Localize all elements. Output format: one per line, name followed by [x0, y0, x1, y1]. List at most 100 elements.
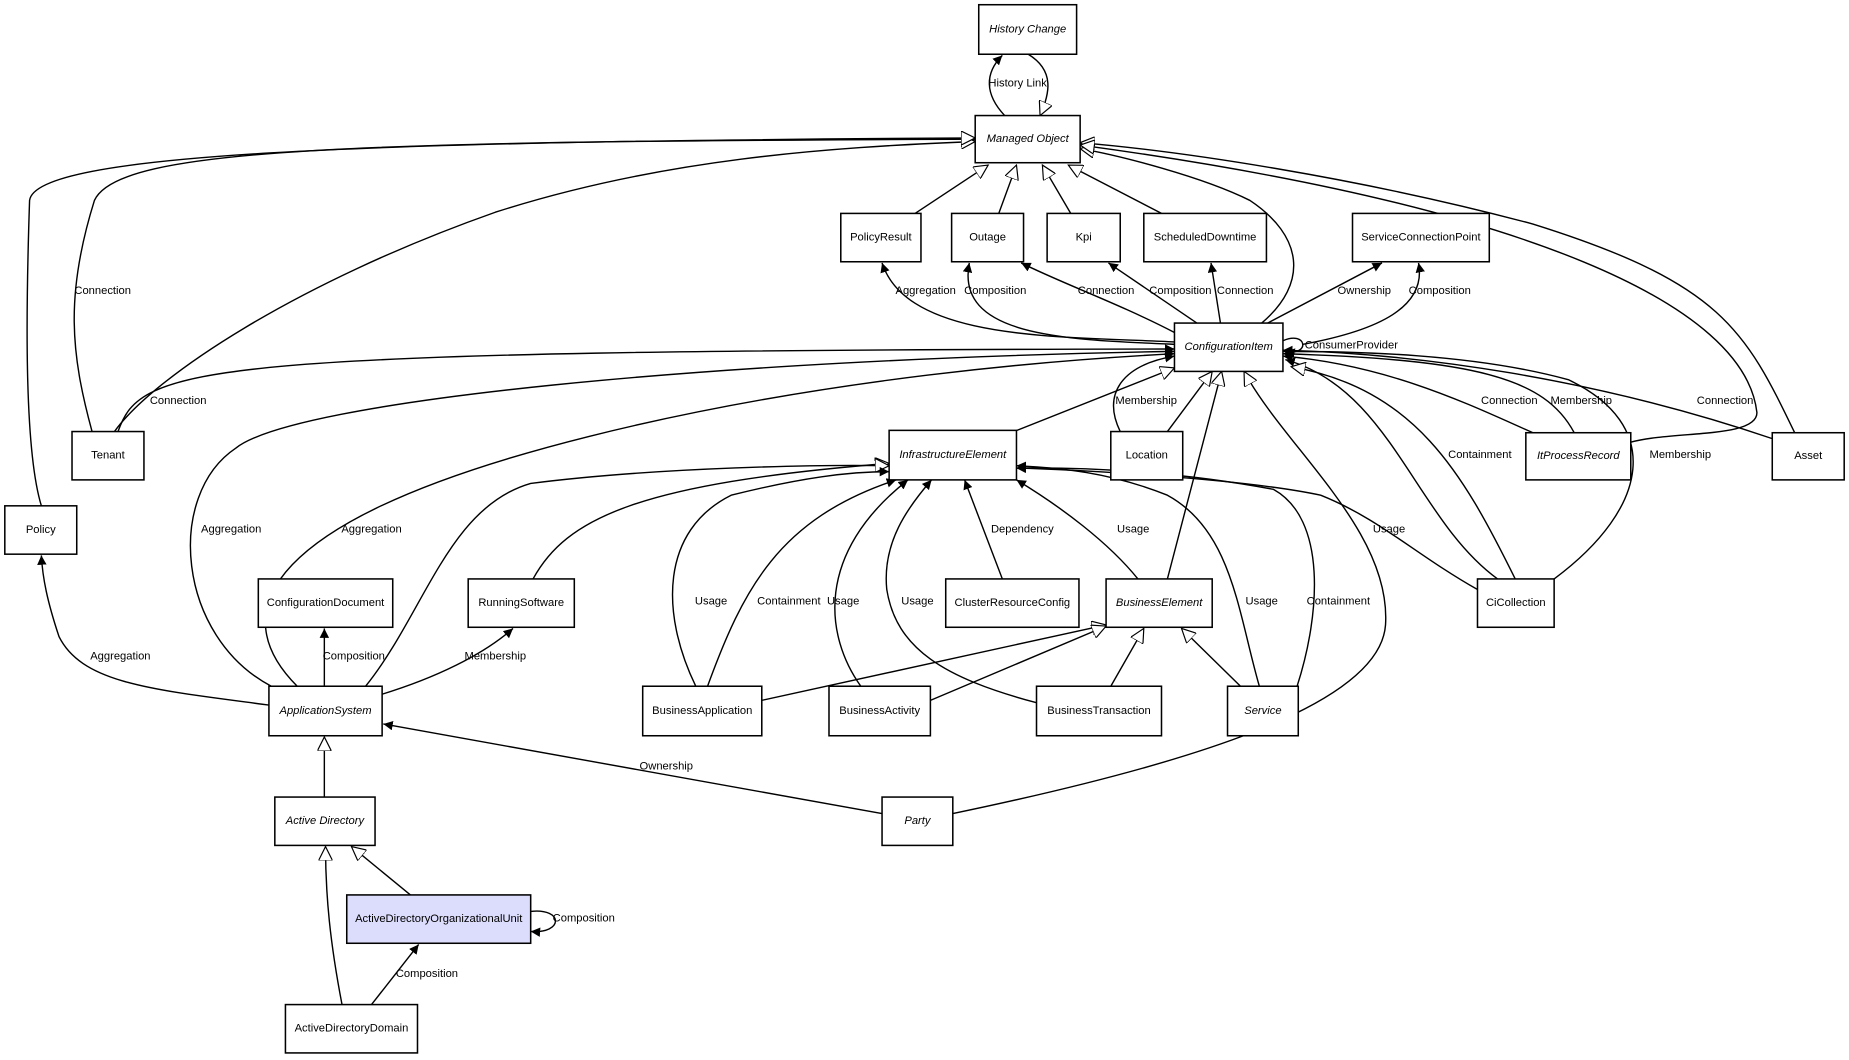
filled-arrow-line	[383, 720, 883, 815]
hollow-arrow-line	[1291, 367, 1516, 580]
class-box	[268, 685, 383, 737]
class-box	[828, 685, 932, 737]
filled-arrow-line	[37, 555, 270, 706]
class-name: Asset	[1794, 450, 1823, 462]
generalization-edge-business-transaction-to-business-element	[1110, 628, 1144, 687]
hollow-arrow-line	[930, 626, 1106, 702]
class-node-active-directory-domain[interactable]: ActiveDirectoryDomain	[284, 1003, 419, 1054]
class-node-asset[interactable]: Asset	[1771, 431, 1845, 481]
class-name: History Change	[989, 23, 1066, 35]
class-node-cluster-resource-config[interactable]: ClusterResourceConfig	[944, 578, 1080, 629]
edge-label: Aggregation	[341, 523, 401, 535]
association-edge-application-system-to-running-software	[377, 627, 514, 697]
class-node-location[interactable]: Location	[1110, 430, 1184, 481]
generalization-edge-configuration-item-to-managed-object	[1080, 149, 1295, 324]
edge-label: History Link	[988, 78, 1047, 90]
class-node-application-system[interactable]: ApplicationSystem	[268, 685, 383, 737]
association-edge-active-directory-organizational-unit-to-active-directory-organizational-unit	[530, 910, 557, 937]
filled-arrow-line	[988, 54, 1006, 117]
class-node-ci-collection[interactable]: CiCollection	[1476, 578, 1555, 629]
filled-arrow-line	[117, 344, 1175, 432]
class-node-service-connection-point[interactable]: ServiceConnectionPoint	[1351, 212, 1491, 263]
generalization-edge-running-software-to-infrastructure-element	[532, 463, 889, 580]
edge-label: Connection	[1697, 395, 1754, 407]
class-box	[1143, 212, 1268, 263]
class-box	[950, 212, 1025, 263]
association-edge-configuration-item-to-kpi	[1108, 262, 1198, 324]
class-name: ServiceConnectionPoint	[1361, 232, 1481, 244]
class-node-managed-object[interactable]: Managed Object	[974, 114, 1081, 164]
generalization-edge-asset-to-managed-object	[1080, 143, 1796, 434]
association-edge-service-to-infrastructure-element	[1016, 461, 1261, 687]
class-node-policy[interactable]: Policy	[4, 505, 78, 555]
generalization-edge-party-to-configuration-item	[952, 371, 1387, 815]
class-node-tenant[interactable]: Tenant	[71, 430, 145, 481]
edge-label: Usage	[1117, 523, 1149, 535]
class-node-party[interactable]: Party	[881, 796, 954, 847]
edge-label: Connection	[1078, 285, 1135, 297]
class-name: Managed Object	[987, 133, 1070, 145]
class-node-it-process-record[interactable]: ItProcessRecord	[1525, 431, 1632, 481]
generalization-edge-infrastructure-element-to-configuration-item	[1013, 368, 1174, 433]
edge-label: Usage	[1373, 523, 1405, 535]
class-box	[71, 430, 145, 481]
edge-label: Composition	[553, 912, 615, 924]
generalization-edge-it-process-record-to-managed-object	[1080, 145, 1758, 443]
class-name: Active Directory	[285, 815, 366, 827]
filled-arrow-line	[377, 627, 514, 697]
class-node-active-directory-organizational-unit[interactable]: ActiveDirectoryOrganizationalUnit	[345, 894, 532, 945]
class-node-business-element[interactable]: BusinessElement	[1105, 578, 1213, 629]
class-node-outage[interactable]: Outage	[950, 212, 1025, 263]
generalization-edge-business-application-to-business-element	[761, 625, 1106, 702]
generalization-edge-policy-to-managed-object	[26, 138, 975, 507]
filled-arrow-line	[1207, 262, 1222, 324]
class-node-kpi[interactable]: Kpi	[1046, 212, 1121, 263]
hollow-arrow-line	[1182, 628, 1241, 687]
class-node-running-software[interactable]: RunningSoftware	[467, 578, 576, 629]
class-name: Tenant	[91, 450, 125, 462]
class-box	[4, 505, 78, 555]
association-edge-ci-collection-to-configuration-item	[1282, 346, 1634, 580]
association-edge-asset-to-configuration-item	[1282, 345, 1773, 440]
class-box	[1226, 685, 1300, 737]
class-name: Location	[1126, 450, 1168, 462]
class-node-service[interactable]: Service	[1226, 685, 1300, 737]
hollow-arrow-line	[1166, 371, 1221, 580]
association-edge-configuration-item-to-policy-result	[880, 262, 1175, 343]
association-edge-it-process-record-to-configuration-item	[1282, 349, 1575, 434]
class-name: Kpi	[1076, 232, 1092, 244]
class-name: Policy	[26, 524, 56, 536]
class-node-active-directory[interactable]: Active Directory	[274, 796, 376, 847]
class-node-scheduled-downtime[interactable]: ScheduledDowntime	[1143, 212, 1268, 263]
class-node-business-transaction[interactable]: BusinessTransaction	[1035, 685, 1163, 737]
association-edge-business-application-to-infrastructure-element	[706, 478, 897, 687]
class-node-business-activity[interactable]: BusinessActivity	[828, 685, 932, 737]
edge-label: Composition	[1149, 285, 1211, 297]
hollow-arrow-line	[26, 138, 975, 507]
class-box	[977, 3, 1078, 56]
class-box	[1771, 431, 1845, 481]
class-node-configuration-item[interactable]: ConfigurationItem	[1173, 322, 1284, 373]
class-node-infrastructure-element[interactable]: InfrastructureElement	[888, 429, 1018, 481]
edge-label: Aggregation	[90, 651, 150, 663]
class-name: ActiveDirectoryDomain	[295, 1023, 409, 1035]
generalization-edge-business-activity-to-business-element	[930, 626, 1106, 702]
generalization-edge-ci-collection-to-configuration-item	[1291, 367, 1516, 580]
class-box	[1476, 578, 1555, 629]
class-name: BusinessActivity	[839, 705, 920, 717]
class-node-policy-result[interactable]: PolicyResult	[840, 212, 922, 263]
edge-label: Connection	[74, 285, 131, 297]
filled-arrow-line	[1016, 463, 1478, 591]
class-node-business-application[interactable]: BusinessApplication	[641, 685, 763, 737]
association-edge-ci-collection-to-configuration-item	[1285, 357, 1498, 580]
class-node-history-change[interactable]: History Change	[977, 3, 1078, 56]
filled-arrow-line	[1112, 353, 1175, 432]
hollow-arrow-line	[914, 165, 988, 215]
filled-arrow-line	[706, 478, 897, 687]
class-node-configuration-document[interactable]: ConfigurationDocument	[257, 578, 394, 629]
filled-arrow-line	[671, 466, 890, 687]
class-name: ApplicationSystem	[279, 705, 372, 717]
class-box	[1110, 430, 1184, 481]
filled-arrow-line	[834, 479, 909, 687]
